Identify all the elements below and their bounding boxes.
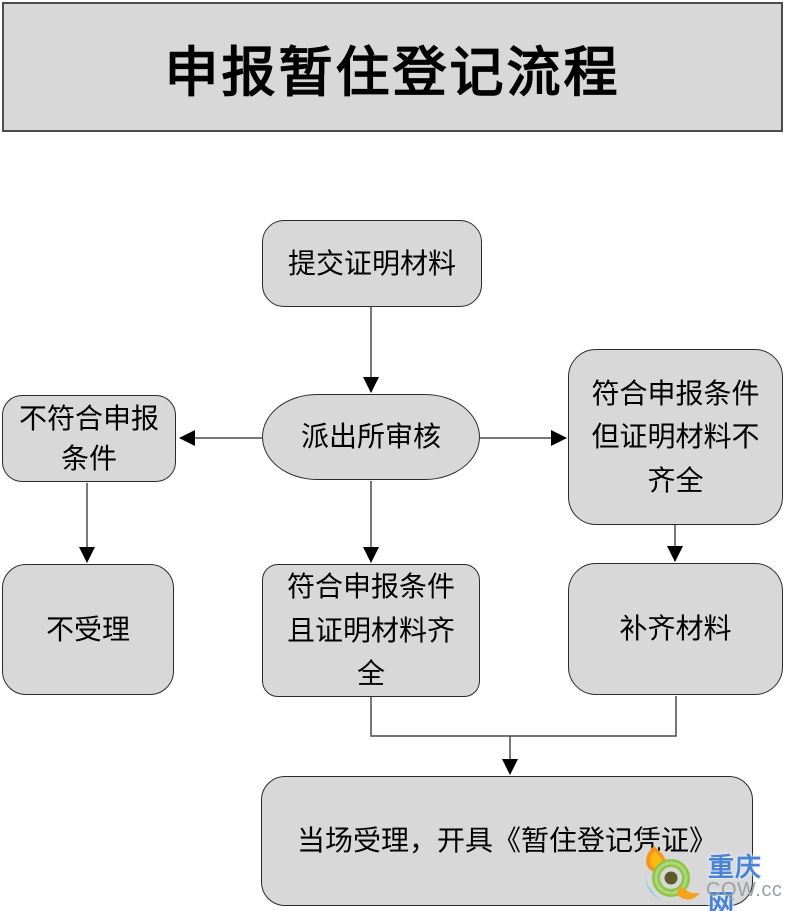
flow-node-qualified-incomplete-materials: 符合申报条件 但证明材料不 齐全 [568, 349, 783, 525]
flow-node-submit-materials: 提交证明材料 [262, 220, 482, 307]
flow-node-label: 符合申报条件 且证明材料齐 全 [286, 571, 455, 690]
connector-merge-lines [370, 696, 677, 737]
flow-node-label: 符合申报条件 但证明材料不 齐全 [591, 377, 760, 496]
flow-node-not-qualified: 不符合申报 条件 [2, 395, 176, 482]
flow-node-label: 派出所审核 [300, 421, 441, 452]
cqw-logo-icon [645, 846, 700, 903]
flow-node-label: 提交证明材料 [287, 247, 456, 279]
flow-node-label: 当场受理，开具《暂住登记凭证》 [296, 825, 717, 856]
page-title-text: 申报暂住登记流程 [164, 42, 621, 103]
page-title: 申报暂住登记流程 [2, 2, 783, 132]
watermark: 重庆网 CQW.cc [638, 845, 786, 911]
flow-node-not-accepted: 不受理 [2, 564, 174, 695]
flow-node-police-review: 派出所审核 [262, 394, 480, 480]
flow-node-qualified-complete-materials: 符合申报条件 且证明材料齐 全 [262, 564, 480, 697]
watermark-site-name: 重庆网 [708, 852, 763, 911]
flow-node-label: 补齐材料 [619, 613, 732, 644]
flow-node-supplement-materials: 补齐材料 [568, 563, 783, 695]
flow-node-label: 不符合申报 条件 [18, 403, 159, 474]
flow-node-accepted-issue-certificate: 当场受理，开具《暂住登记凭证》 [261, 776, 753, 906]
flow-node-label: 不受理 [45, 613, 130, 645]
watermark-site-domain: CQW.cc [706, 879, 783, 901]
